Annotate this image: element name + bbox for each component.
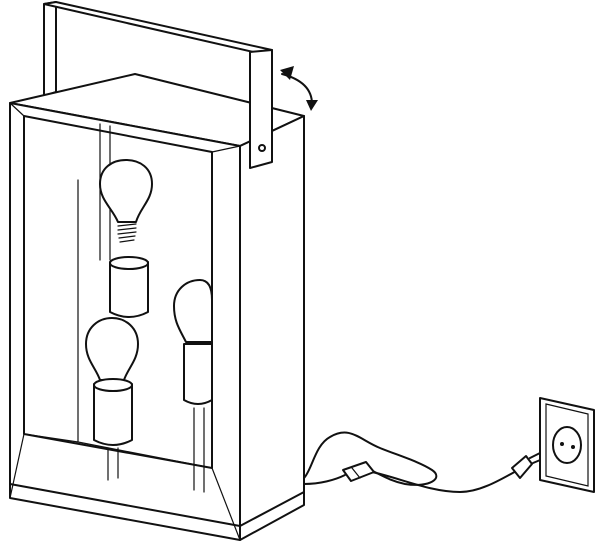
bulb bbox=[99, 159, 153, 243]
bulb bbox=[173, 279, 213, 343]
power-cord bbox=[303, 431, 519, 493]
bevel-line bbox=[9, 433, 25, 499]
wall-outlet bbox=[539, 397, 595, 493]
socket bbox=[93, 378, 133, 481]
screw bbox=[258, 144, 266, 152]
bevel-line bbox=[211, 467, 241, 541]
bevel-line bbox=[211, 145, 241, 153]
handle-side-plate bbox=[249, 49, 273, 169]
bulb bbox=[85, 317, 139, 381]
frame-right-side bbox=[239, 115, 305, 541]
bevel-line bbox=[9, 102, 25, 117]
bulb-thread bbox=[117, 223, 137, 243]
socket bbox=[109, 256, 149, 318]
handle-plate bbox=[249, 49, 273, 169]
rotate-arrow-icon[interactable] bbox=[280, 66, 318, 111]
inline-switch[interactable] bbox=[342, 461, 375, 482]
handle-top-bar bbox=[43, 1, 273, 55]
base-plate-line bbox=[9, 483, 305, 527]
handle-left-bar bbox=[43, 1, 57, 97]
socket bbox=[183, 343, 213, 493]
